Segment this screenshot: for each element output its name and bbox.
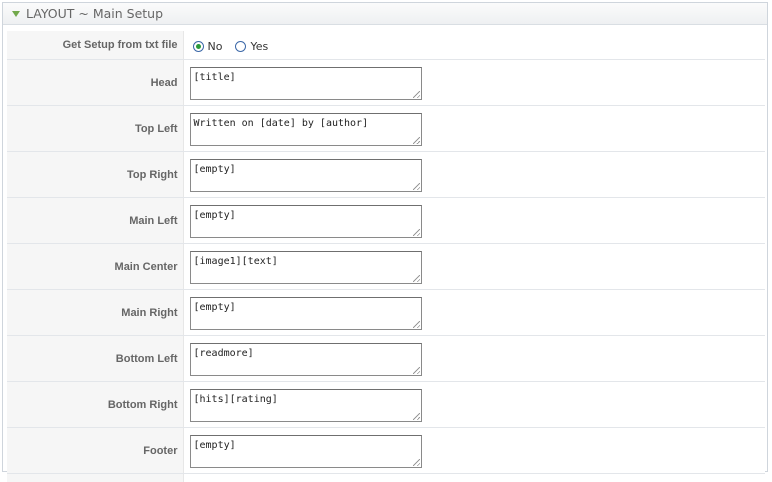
field-label-bottom-right: Bottom Right xyxy=(7,382,183,428)
radio-yes[interactable] xyxy=(235,41,246,52)
field-row-main-center: Main Center [image1][text] xyxy=(7,244,765,290)
panel-title: LAYOUT ~ Main Setup xyxy=(26,6,163,21)
field-label-head: Head xyxy=(7,60,183,106)
field-label-bottom-left: Bottom Left xyxy=(7,336,183,382)
top-right-textarea[interactable]: [empty] xyxy=(190,159,422,192)
main-right-textarea[interactable]: [empty] xyxy=(190,297,422,330)
main-right-textarea-value: [empty] xyxy=(194,302,236,313)
footer-textarea-value: [empty] xyxy=(194,440,236,451)
radio-no[interactable] xyxy=(193,41,204,52)
collapse-arrow-icon[interactable] xyxy=(12,11,20,17)
radio-no-label[interactable]: No xyxy=(208,40,223,53)
head-textarea-value: [title] xyxy=(194,72,236,83)
table-end-row xyxy=(7,474,765,482)
main-center-textarea-value: [image1][text] xyxy=(194,256,278,267)
bottom-left-textarea-value: [readmore] xyxy=(194,348,254,359)
field-row-top-left: Top Left Written on [date] by [author] xyxy=(7,106,765,152)
field-row-bottom-left: Bottom Left [readmore] xyxy=(7,336,765,382)
form-table-wrap: Get Setup from txt file No Yes Head [tit… xyxy=(7,31,765,482)
field-row-footer: Footer [empty] xyxy=(7,428,765,474)
footer-textarea[interactable]: [empty] xyxy=(190,435,422,468)
setup-source-label: Get Setup from txt file xyxy=(7,31,183,60)
field-label-top-right: Top Right xyxy=(7,152,183,198)
bottom-left-textarea[interactable]: [readmore] xyxy=(190,343,422,376)
main-left-textarea[interactable]: [empty] xyxy=(190,205,422,238)
field-label-top-left: Top Left xyxy=(7,106,183,152)
resize-grip-icon[interactable] xyxy=(413,91,420,98)
setup-source-radio-group: No Yes xyxy=(190,40,766,53)
resize-grip-icon[interactable] xyxy=(413,367,420,374)
bottom-right-textarea[interactable]: [hits][rating] xyxy=(190,389,422,422)
main-left-textarea-value: [empty] xyxy=(194,210,236,221)
resize-grip-icon[interactable] xyxy=(413,321,420,328)
field-row-main-right: Main Right [empty] xyxy=(7,290,765,336)
top-right-textarea-value: [empty] xyxy=(194,164,236,175)
resize-grip-icon[interactable] xyxy=(413,137,420,144)
layout-form-table: Get Setup from txt file No Yes Head [tit… xyxy=(7,31,765,482)
bottom-right-textarea-value: [hits][rating] xyxy=(194,394,278,405)
radio-yes-label[interactable]: Yes xyxy=(250,40,268,53)
layout-panel: LAYOUT ~ Main Setup Get Setup from txt f… xyxy=(2,2,768,472)
field-row-main-left: Main Left [empty] xyxy=(7,198,765,244)
field-label-footer: Footer xyxy=(7,428,183,474)
field-label-main-center: Main Center xyxy=(7,244,183,290)
top-left-textarea-value: Written on [date] by [author] xyxy=(194,118,369,129)
field-row-head: Head [title] xyxy=(7,60,765,106)
head-textarea[interactable]: [title] xyxy=(190,67,422,100)
field-row-bottom-right: Bottom Right [hits][rating] xyxy=(7,382,765,428)
resize-grip-icon[interactable] xyxy=(413,413,420,420)
panel-header[interactable]: LAYOUT ~ Main Setup xyxy=(3,3,767,25)
resize-grip-icon[interactable] xyxy=(413,275,420,282)
main-center-textarea[interactable]: [image1][text] xyxy=(190,251,422,284)
field-row-top-right: Top Right [empty] xyxy=(7,152,765,198)
resize-grip-icon[interactable] xyxy=(413,459,420,466)
resize-grip-icon[interactable] xyxy=(413,183,420,190)
setup-source-row: Get Setup from txt file No Yes xyxy=(7,31,765,60)
resize-grip-icon[interactable] xyxy=(413,229,420,236)
top-left-textarea[interactable]: Written on [date] by [author] xyxy=(190,113,422,146)
field-label-main-right: Main Right xyxy=(7,290,183,336)
field-label-main-left: Main Left xyxy=(7,198,183,244)
